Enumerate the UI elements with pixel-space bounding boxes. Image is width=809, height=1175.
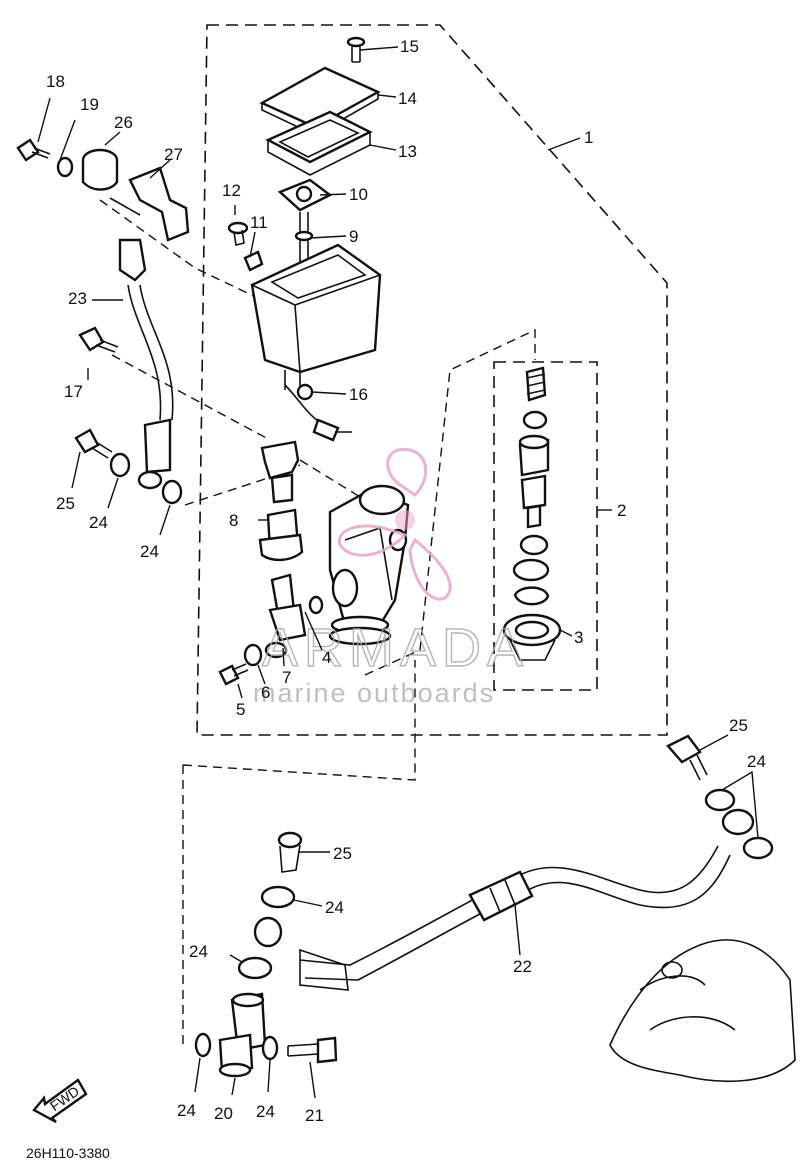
banjo-fitting-right (721, 808, 755, 836)
washer-24-h (261, 1035, 279, 1061)
fitting-20 (218, 992, 267, 1078)
callouts: 1 2 3 4 5 6 7 8 9 10 11 12 13 14 15 16 1… (46, 37, 766, 1125)
drawing-code: 26H110-3380 (26, 1145, 110, 1161)
bolt-21 (287, 1036, 338, 1064)
callout-24-g: 24 (256, 1102, 275, 1121)
callout-13: 13 (398, 142, 417, 161)
washer-24-b (161, 479, 183, 505)
callout-24-b: 24 (140, 542, 159, 561)
subassembly-boundary-2 (493, 361, 598, 691)
routing-line (111, 354, 271, 441)
bolt-17 (78, 326, 119, 353)
washer-24-d (742, 836, 774, 860)
callout-24-e: 24 (189, 942, 208, 961)
washer-24-e (260, 885, 296, 909)
watermark-logo: ARMADA marine outboards (253, 447, 529, 708)
master-cylinder-body (328, 484, 410, 646)
callout-24-c: 24 (747, 752, 766, 771)
bolt-25-lower (277, 831, 303, 873)
callout-1: 1 (584, 128, 593, 147)
callout-3: 3 (574, 628, 583, 647)
callout-12: 12 (222, 181, 241, 200)
callout-9: 9 (349, 227, 358, 246)
screw-12 (227, 221, 249, 246)
banjo-fitting-lower (253, 916, 283, 948)
washer-24-c (704, 788, 736, 812)
washer-6 (243, 643, 263, 667)
callout-7: 7 (282, 668, 291, 687)
brake-hose-23 (118, 238, 174, 490)
callout-26: 26 (114, 113, 133, 132)
boot-26 (81, 148, 119, 191)
connector-7 (264, 573, 307, 659)
bracket-27 (109, 166, 190, 242)
callout-20: 20 (214, 1104, 233, 1123)
washer-24-g (194, 1032, 212, 1058)
brake-hose-22 (299, 845, 731, 991)
reservoir-body (250, 243, 382, 390)
washer-19 (56, 156, 74, 178)
washer-24-a (109, 452, 131, 478)
callout-23: 23 (68, 289, 87, 308)
callout-24-d: 24 (325, 898, 344, 917)
routing-line (299, 459, 366, 501)
callout-14: 14 (398, 89, 417, 108)
watermark-brand: ARMADA (262, 618, 529, 678)
routing-line (99, 199, 263, 301)
bolt-25-right (666, 734, 708, 781)
piston-kit-2 (502, 366, 562, 661)
callout-27: 27 (164, 145, 183, 164)
callout-17: 17 (64, 382, 83, 401)
callout-25-b: 25 (729, 716, 748, 735)
spring-11 (243, 250, 264, 272)
watermark-tagline: marine outboards (253, 678, 495, 708)
callout-19: 19 (80, 95, 99, 114)
cup-8 (258, 440, 304, 562)
callout-24-f: 24 (177, 1101, 196, 1120)
leader-lines (37, 46, 759, 1099)
callout-15: 15 (400, 37, 419, 56)
callout-21: 21 (305, 1106, 324, 1125)
diaphragm-plate-13 (265, 110, 373, 176)
bolt-5 (218, 663, 249, 686)
callout-11: 11 (250, 213, 268, 232)
caliper-outline (609, 939, 796, 1083)
callout-5: 5 (236, 700, 245, 719)
routing-line (182, 660, 416, 781)
assembly-boundary-1 (196, 24, 668, 736)
fwd-arrow-icon: FWD (32, 1078, 88, 1124)
callout-4: 4 (322, 648, 331, 667)
callout-6: 6 (261, 683, 270, 702)
screw-15 (346, 36, 366, 63)
callout-18: 18 (46, 72, 65, 91)
callout-8: 8 (229, 511, 238, 530)
callout-10: 10 (349, 185, 368, 204)
callout-24-a: 24 (89, 513, 108, 532)
washer-24-f (237, 956, 273, 980)
callout-16: 16 (349, 385, 368, 404)
callout-2: 2 (617, 501, 626, 520)
callout-22: 22 (513, 957, 532, 976)
callout-25-a: 25 (56, 494, 75, 513)
switch-wire-16 (284, 383, 352, 442)
bolt-25-upper (74, 428, 113, 459)
callout-25-c: 25 (333, 844, 352, 863)
bolt-18 (16, 138, 51, 162)
o-ring-4 (308, 595, 324, 615)
